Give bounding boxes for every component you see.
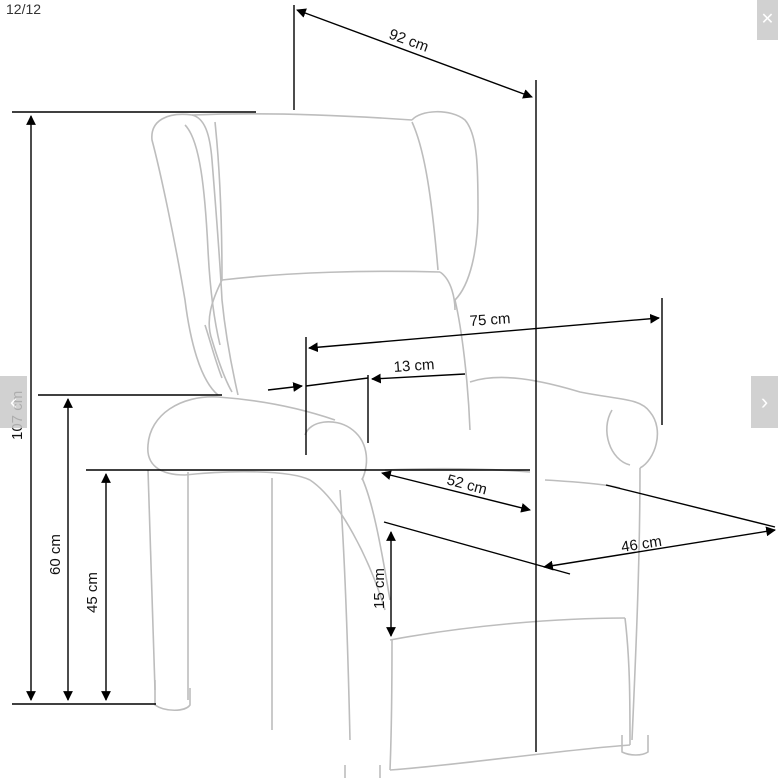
overall-width-label: 75 cm xyxy=(469,310,511,330)
armrest-width-label: 13 cm xyxy=(393,356,435,376)
armchair-outline xyxy=(147,110,659,778)
chevron-right-icon: › xyxy=(760,389,769,414)
chevron-left-icon: ‹ xyxy=(9,389,18,414)
seat-depth-label: 46 cm xyxy=(620,533,663,556)
close-icon: ✕ xyxy=(760,11,775,28)
image-counter: 12/12 xyxy=(6,1,42,17)
seat-height-label: 45 cm xyxy=(84,572,101,613)
leg-lift-label: 15 cm xyxy=(371,568,388,609)
previous-image-button[interactable]: ‹ xyxy=(0,376,27,428)
dimension-lines xyxy=(12,5,776,752)
next-image-button[interactable]: › xyxy=(751,376,778,428)
armrest-height-label: 60 cm xyxy=(47,534,64,575)
close-button[interactable]: ✕ xyxy=(757,0,778,40)
